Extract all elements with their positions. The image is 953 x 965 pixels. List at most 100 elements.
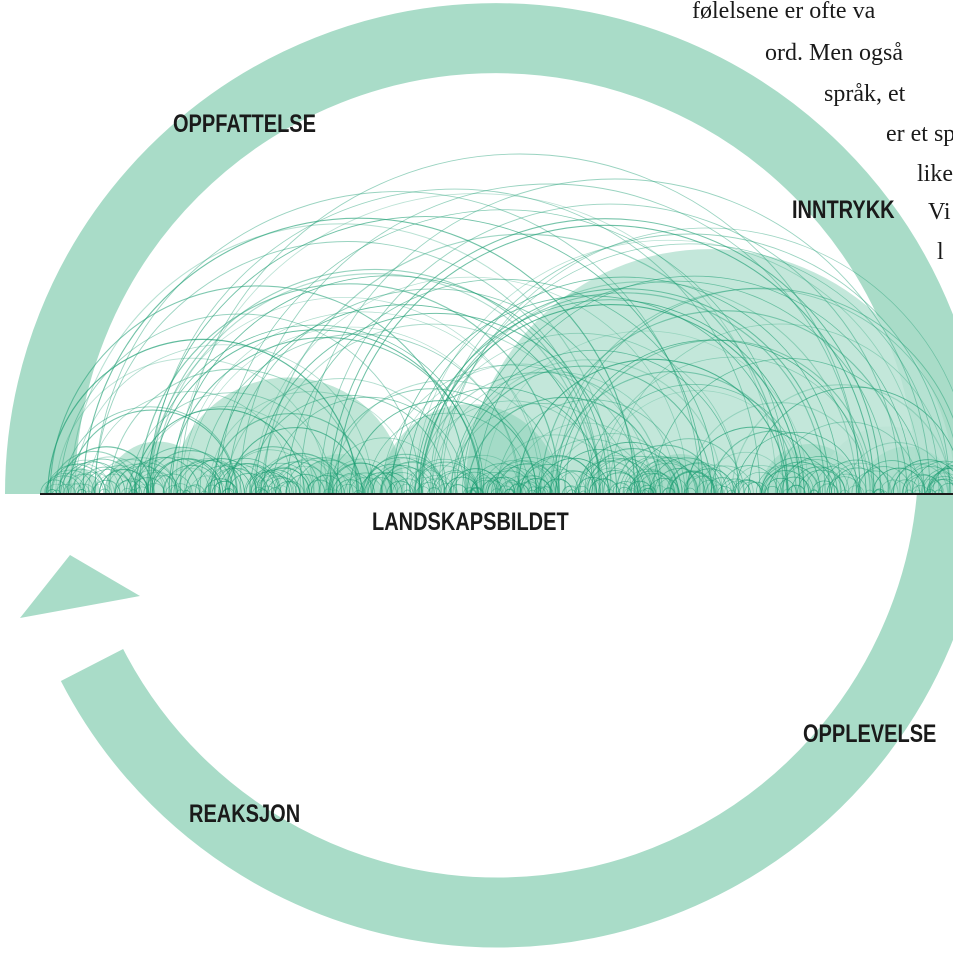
arc-line <box>938 482 953 494</box>
arc-line <box>145 324 485 494</box>
arc-line <box>487 467 542 494</box>
arc-line <box>55 483 76 494</box>
arc-line <box>396 483 417 494</box>
arc-line <box>696 465 754 494</box>
arc-line <box>622 456 698 494</box>
arc-line <box>286 278 717 494</box>
arc-line <box>514 482 539 494</box>
arc-line <box>227 473 270 494</box>
arc-line <box>153 273 596 494</box>
arc-line <box>517 359 788 494</box>
arc-line <box>319 203 901 494</box>
arc-line <box>594 390 803 494</box>
arc-line <box>149 458 221 494</box>
arc-line <box>328 437 442 494</box>
arc-fill <box>172 377 405 494</box>
arc-line <box>275 457 348 494</box>
arc-line <box>638 484 657 494</box>
arc-line <box>709 484 729 494</box>
arc-line <box>380 461 446 494</box>
arc-line <box>271 485 290 494</box>
arc-line <box>171 275 609 494</box>
arc-line <box>549 470 597 494</box>
arc-line <box>349 400 538 494</box>
arc-line <box>491 488 503 494</box>
arc-line <box>224 449 315 494</box>
arc-line <box>735 431 860 494</box>
arc-line <box>496 399 686 494</box>
arc-line <box>44 472 87 494</box>
arc-line <box>46 483 67 494</box>
arc-line <box>787 484 806 494</box>
arc-line <box>476 275 913 494</box>
arc-line <box>417 474 456 494</box>
arc-line <box>902 466 953 494</box>
arc-line <box>60 461 126 494</box>
arc-line <box>485 470 533 494</box>
arc-line <box>561 486 578 494</box>
arc-line <box>655 477 689 494</box>
arc-line <box>77 466 133 494</box>
arc-line <box>52 489 62 494</box>
cycle-arrow-upper <box>5 3 953 495</box>
arc-line <box>448 484 468 494</box>
arc-line <box>928 464 953 494</box>
arc-line <box>591 470 639 494</box>
arc-line <box>432 456 509 494</box>
arc-line <box>255 474 294 494</box>
arc-line <box>207 391 414 494</box>
arc-line <box>716 486 733 494</box>
arc-line <box>58 446 155 494</box>
arc-line <box>840 489 849 494</box>
arc-line <box>636 472 679 494</box>
arc-line <box>94 459 165 494</box>
arc-line <box>623 487 637 494</box>
arc-line <box>185 458 257 494</box>
arc-line <box>810 480 838 494</box>
label-inntrykk: INNTRYKK <box>792 196 895 224</box>
arc-line <box>381 467 435 494</box>
arc-line <box>845 442 950 494</box>
arc-line <box>826 476 862 494</box>
arc-line <box>851 470 899 494</box>
arc-line <box>67 482 91 494</box>
arc-line <box>608 482 632 494</box>
arc-line <box>50 450 138 494</box>
arc-line <box>62 406 238 494</box>
arc-line <box>211 480 239 494</box>
arc-line <box>519 464 580 494</box>
arc-line <box>204 463 267 494</box>
label-opplevelse: OPPLEVELSE <box>803 720 937 748</box>
arc-line <box>763 465 821 494</box>
arc-line <box>379 472 424 494</box>
arc-line <box>813 462 877 494</box>
arc-line <box>207 467 261 494</box>
arc-line <box>912 460 953 494</box>
arc-line <box>363 477 397 494</box>
label-oppfattelse: OPPFATTELSE <box>173 110 316 138</box>
arc-line <box>879 479 909 494</box>
arc-line <box>738 471 783 494</box>
arc-line <box>330 489 340 494</box>
arc-line <box>250 469 301 494</box>
arc-line <box>363 457 437 494</box>
arc-line <box>873 488 885 494</box>
arc-line <box>731 384 952 494</box>
arc-line <box>151 329 481 494</box>
arc-line <box>932 461 953 494</box>
arc-line <box>438 243 940 494</box>
arc-line <box>114 465 171 494</box>
arc-line <box>325 388 537 494</box>
arc-line <box>271 396 466 494</box>
arc-line <box>649 457 723 494</box>
arc-line <box>452 359 723 494</box>
arc-line <box>685 464 745 494</box>
arc-line <box>892 462 953 494</box>
cycle-arrow <box>5 3 953 948</box>
arc-line <box>143 475 182 494</box>
arc-line <box>49 463 112 494</box>
cycle-arrowhead <box>20 555 140 618</box>
arc-line <box>462 280 889 494</box>
arc-line <box>764 477 797 494</box>
